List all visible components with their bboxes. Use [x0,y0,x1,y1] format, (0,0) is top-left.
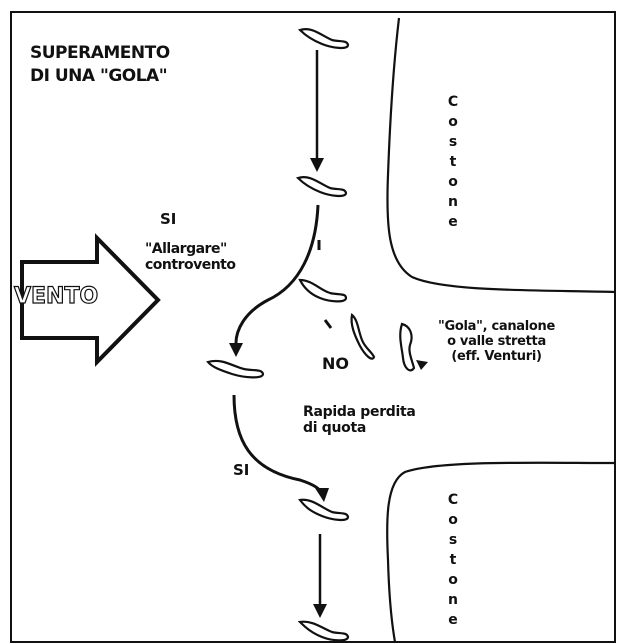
label-gorge-line-2: o valle stretta [447,333,546,349]
path-recovery [232,394,324,495]
label-ridge-lower: C o s t o n e [445,490,461,630]
glider-middle [298,278,348,303]
label-gorge: "Gola", canalone o valle stretta (eff. V… [438,319,556,365]
label-widen-upwind: "Allargare" controvento [145,241,236,273]
ridge-upper-letter: o [448,114,458,130]
label-rapid-line-2: di quota [303,420,367,437]
label-si-upper: SI [160,210,177,228]
label-gorge-line-3: (eff. Venturi) [451,348,542,364]
ridge-upper-letter: n [448,194,458,210]
glider-left [206,359,265,379]
ridge-lower-letter: o [448,572,458,588]
label-gorge-line-1: "Gola", canalone [438,319,556,334]
path-widen-upwind [234,204,320,347]
label-rapid-loss: Rapida perdita di quota [303,404,416,436]
label-si-lower: SI [233,461,250,479]
label-widen-line-1: "Allargare" [145,241,227,257]
glider-gorge-2 [399,322,416,372]
frame-border [10,11,616,643]
label-no: NO [322,354,349,373]
ridge-lower-letter: t [449,552,457,568]
diagram-title: SUPERAMENTO DI UNA "GOLA" [30,43,170,89]
wind-arrow [20,233,161,367]
ridge-upper-letter: o [448,174,458,190]
glider-bottom [297,620,350,642]
upper-ridge-outline [386,17,616,294]
label-wind: VENTO [13,283,99,309]
label-rapid-line-1: Rapida perdita [303,404,416,420]
path-dash-2 [323,319,333,329]
ridge-lower-letter: C [447,492,459,508]
label-ridge-upper: C o s t o n e [445,92,461,232]
glider-lower [298,498,350,522]
ridge-lower-letter: o [448,512,458,528]
ridge-upper-letter: e [448,214,458,230]
glider-gorge-1 [350,312,376,360]
ridge-lower-letter: n [448,592,458,608]
arrowhead-descent-1 [310,158,324,172]
lower-ridge-outline [386,461,616,643]
ridge-upper-letter: t [449,154,457,170]
glider-top [297,28,350,50]
title-line-2: DI UNA "GOLA" [30,65,168,86]
arrowhead-no-path [416,360,428,370]
arrowhead-descent-2 [313,604,327,618]
title-line-1: SUPERAMENTO [30,43,170,63]
arrowhead-widen-upwind [229,343,243,357]
ridge-lower-letter: s [448,532,458,548]
ridge-upper-letter: C [447,94,459,110]
label-widen-line-2: controvento [145,257,236,274]
arrowhead-recovery [315,488,329,502]
ridge-upper-letter: s [448,134,458,150]
glider-upper [295,176,348,198]
ridge-lower-letter: e [448,612,458,628]
